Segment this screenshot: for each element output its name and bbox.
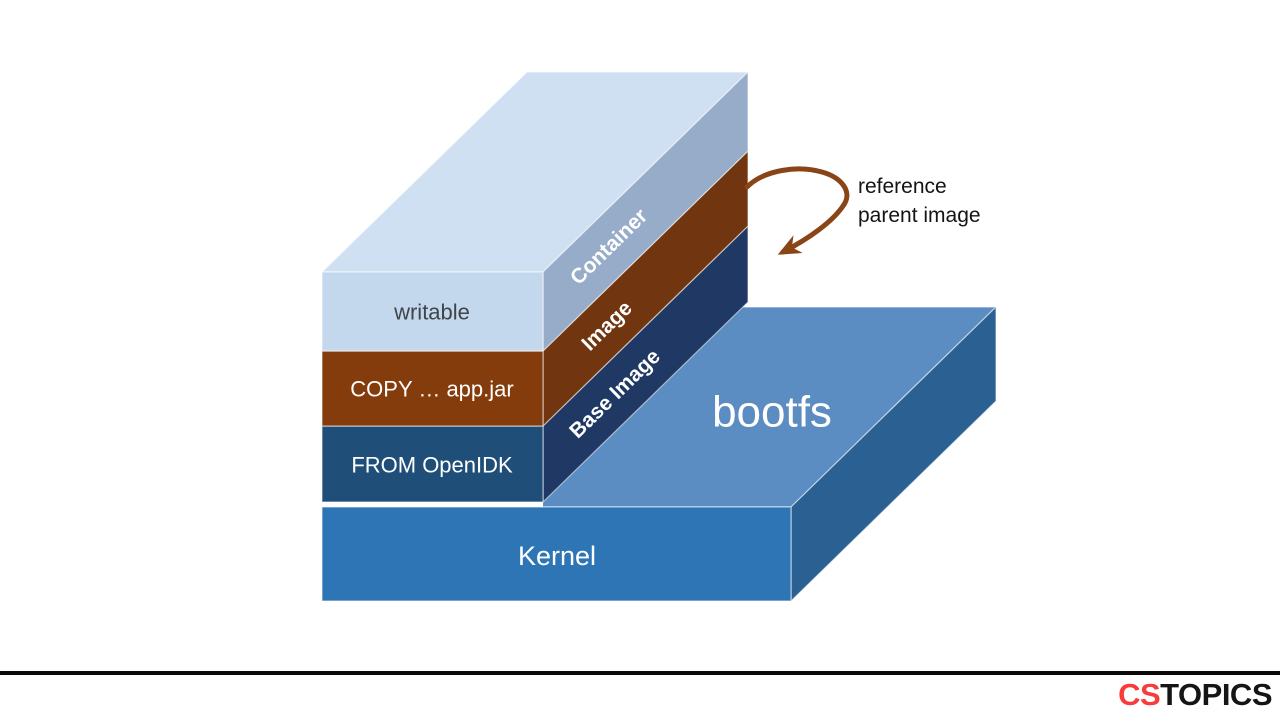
bootfs-label: bootfs (712, 388, 832, 437)
annotation-line-1: reference (858, 175, 947, 198)
logo-topics-dark: TOPICS (1160, 677, 1272, 712)
logo-cstopics: CSTOPICS (1118, 677, 1272, 712)
container-front-face (321, 271, 544, 352)
annotation-line-2: parent image (858, 204, 981, 227)
kernel-label: Kernel (518, 541, 596, 571)
copy-appjar-label: COPY … app.jar (350, 377, 513, 402)
footer-rule (0, 671, 1280, 675)
kernel-front-face (321, 506, 792, 602)
from-openjdk-label: FROM OpenIDK (351, 453, 513, 478)
stack-kernel-gap (320, 501, 543, 507)
writable-label: writable (393, 300, 470, 325)
reference-arrow-icon (744, 166, 850, 255)
logo-cs-red: CS (1118, 677, 1160, 712)
